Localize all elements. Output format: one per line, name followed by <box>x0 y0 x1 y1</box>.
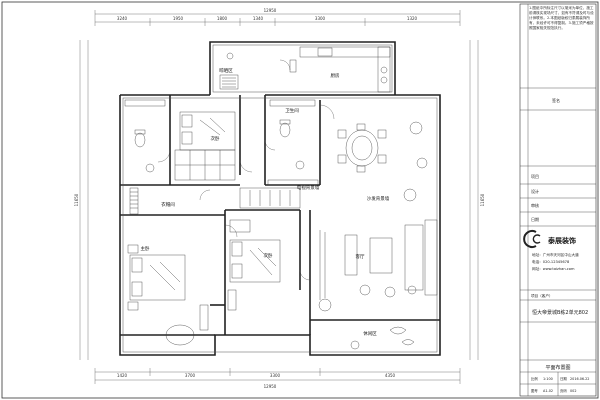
dim-bottom-segment: 3300 <box>270 373 281 378</box>
company-logo <box>523 230 541 248</box>
company-info-line: 地址：广州市天河区中山大道 <box>532 252 579 257</box>
project-label: 项目（客户） <box>531 293 553 298</box>
room-label-bedroom2: 次卧 <box>211 135 220 142</box>
dim-top-segment: 1320 <box>407 16 418 21</box>
title-block-row-label: 设计 <box>531 188 539 194</box>
title-block-notes: 1.图纸中所标注尺寸以毫米为单位，施工前请核实现场尺寸，如有不符请及时与设计师联… <box>529 6 594 30</box>
bedroom2-furniture <box>174 111 236 181</box>
scale-value: 1:100 <box>543 377 553 381</box>
dim-top-segment: 1800 <box>217 16 228 21</box>
dim-top-segment: 1950 <box>173 16 184 21</box>
scale-label: 比例 <box>531 376 538 381</box>
living-room-set <box>318 219 438 312</box>
room-label-yard: 晾晒区 <box>219 67 233 74</box>
dim-bottom-segments: 1420 3700 3300 4350 <box>117 373 396 378</box>
dim-bottom-total: 12950 <box>264 384 277 389</box>
title-block-row-label: 审核 <box>531 202 539 208</box>
drawing-title: 平面布置图 <box>545 364 570 371</box>
sheet-value: A1-02 <box>543 389 553 393</box>
company-info-line: 电话：020-12345678 <box>532 259 570 264</box>
page-label: 页码 <box>560 388 567 393</box>
room-label-living: 客厅 <box>356 253 365 260</box>
dim-top-segment: 1340 <box>253 16 264 21</box>
dim-bottom-segment: 4350 <box>385 373 396 378</box>
room-label-bathroom: 卫生间 <box>285 107 299 114</box>
company-info-line: 网址：www.taizhan.com <box>532 266 575 271</box>
room-label-bedroom3: 次卧 <box>264 252 273 259</box>
bathroom-fixtures <box>124 99 319 186</box>
date-label: 日期 <box>560 376 567 381</box>
title-block-notes-box: 1.图纸中所标注尺寸以毫米为单位，施工前请核实现场尺寸，如有不符请及时与设计师联… <box>529 6 594 30</box>
dim-top-total: 12950 <box>264 8 277 13</box>
page-value: 002 <box>570 389 576 393</box>
dim-top-segments: 3240 1950 1800 1340 3300 1320 <box>117 16 418 21</box>
dim-top-segment: 3240 <box>117 16 128 21</box>
door-swings <box>157 59 335 281</box>
sign-label: 签名 <box>552 97 560 103</box>
dining-set <box>337 121 428 202</box>
room-label-cloakroom: 衣帽间 <box>161 201 175 208</box>
label-sofa-wall: 沙发背景墙 <box>367 195 390 202</box>
title-block <box>519 3 597 397</box>
title-block-row-label: 日期 <box>531 216 539 222</box>
master-furniture <box>127 244 209 346</box>
dim-right-total: 11650 <box>480 193 485 206</box>
dim-bottom-segment: 3700 <box>185 373 196 378</box>
company-name: 泰展装饰 <box>547 236 576 245</box>
room-label-kitchen: 厨房 <box>331 72 340 79</box>
dim-top-segment: 3300 <box>315 16 326 21</box>
balcony-plants <box>350 326 415 350</box>
dim-left-total: 11650 <box>74 193 79 206</box>
date-value: 2016.06.22 <box>570 377 589 381</box>
sheet-label: 图号 <box>531 388 538 393</box>
room-label-balcony: 休闲区 <box>363 330 377 337</box>
label-tv-wall: 电视背景墙 <box>297 184 320 191</box>
room-label-master: 主卧 <box>141 245 150 252</box>
dim-bottom-segment: 1420 <box>117 373 128 378</box>
cloakroom-racks <box>129 187 301 215</box>
kitchen-cabinets <box>289 46 391 93</box>
dimension-lines <box>79 10 479 384</box>
title-block-row-label: 项目 <box>531 173 539 179</box>
project-name: 恒大帝景城B栋2单元802 <box>532 309 588 316</box>
drying-yard <box>219 52 239 90</box>
